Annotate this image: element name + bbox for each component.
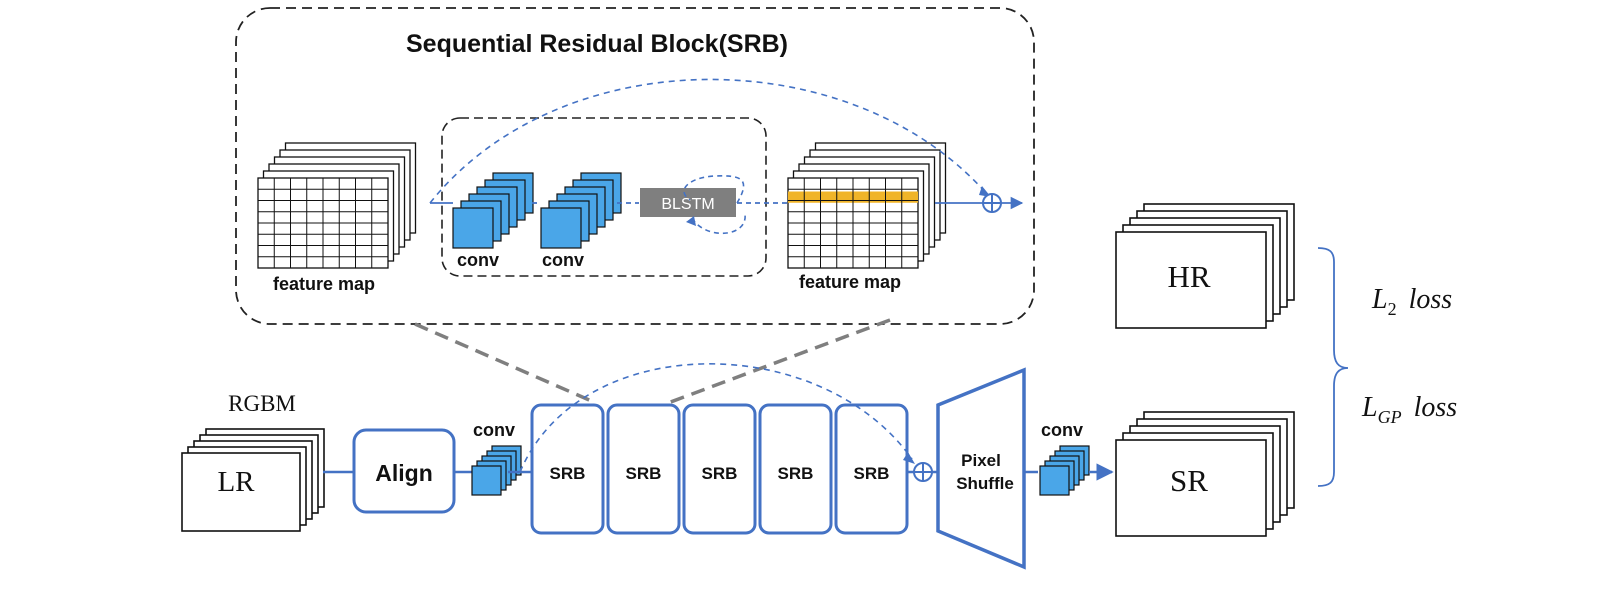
l2-loss-word: loss: [1409, 284, 1453, 315]
srb-block-2: SRB: [606, 403, 681, 535]
image-layer: [181, 452, 301, 532]
output-feature-map-stack: [787, 142, 947, 269]
srb-sum-icon: [982, 193, 1002, 213]
srb-block-4: SRB: [758, 403, 833, 535]
hr-target-stack: [1115, 203, 1295, 329]
srb-inner-box: [441, 117, 767, 277]
srb-block-3-label: SRB: [702, 464, 738, 483]
srb-block-3: SRB: [682, 403, 757, 535]
global-sum-icon: [913, 462, 933, 482]
lgp-loss-symbol: L: [1361, 392, 1378, 423]
image-layer: [1115, 231, 1267, 329]
hr-label: HR: [1167, 259, 1210, 294]
conv-out-cubes: [1039, 445, 1090, 496]
srb-conv1-cubes: [452, 172, 534, 249]
pixel-shuffle-block: [936, 367, 1026, 570]
output-feature-map-label: feature map: [799, 272, 901, 292]
blstm-recurrent-loop: [683, 175, 746, 235]
image-layer: [1115, 439, 1267, 537]
global-skip-connection: [519, 363, 913, 473]
l2-loss-label: L2 loss: [1371, 284, 1452, 319]
conv-cube: [471, 465, 502, 496]
srb-block-5: SRB: [834, 403, 909, 535]
lgp-loss-subscript: GP: [1378, 407, 1402, 427]
srb-conv1-label: conv: [457, 250, 499, 270]
conv-out-label: conv: [1041, 420, 1083, 440]
conv-cube: [452, 207, 494, 249]
conv-cube: [540, 207, 582, 249]
l2-loss-symbol: L: [1371, 284, 1388, 315]
srb-conv2-cubes: [540, 172, 622, 249]
conv-in-cubes: [471, 445, 522, 496]
srb-conv2-label: conv: [542, 250, 584, 270]
blstm-label: BLSTM: [661, 196, 714, 213]
srb-detail-box: [235, 7, 1035, 325]
conv-cube: [1039, 465, 1070, 496]
lgp-loss-word: loss: [1414, 392, 1458, 423]
srb-block-1-label: SRB: [550, 464, 586, 483]
blstm-box: [640, 188, 736, 217]
lgp-loss-label: LGP loss: [1361, 392, 1457, 427]
input-channels-label: RGBM: [228, 391, 296, 416]
conv-in-label: conv: [473, 420, 515, 440]
loss-brace: [1317, 247, 1349, 487]
pixel-shuffle-label-1: Pixel: [961, 451, 1001, 470]
align-label: Align: [375, 460, 433, 486]
input-feature-map-stack: [257, 142, 417, 269]
srb-block-1: SRB: [530, 403, 605, 535]
zoom-dash-left: [414, 322, 597, 405]
sr-label: SR: [1170, 463, 1208, 498]
srb-block-5-label: SRB: [854, 464, 890, 483]
sr-output-stack: [1115, 411, 1295, 537]
srb-skip-connection: [429, 78, 987, 204]
input-feature-map-label: feature map: [273, 274, 375, 294]
lr-input-stack: [181, 428, 325, 532]
pixel-shuffle-label-2: Shuffle: [956, 474, 1014, 493]
lr-label: LR: [217, 466, 255, 498]
l2-loss-subscript: 2: [1388, 299, 1397, 319]
srb-block-4-label: SRB: [778, 464, 814, 483]
srb-block-2-label: SRB: [626, 464, 662, 483]
srb-detail-title: Sequential Residual Block(SRB): [406, 30, 788, 58]
zoom-dash-right: [667, 318, 891, 405]
